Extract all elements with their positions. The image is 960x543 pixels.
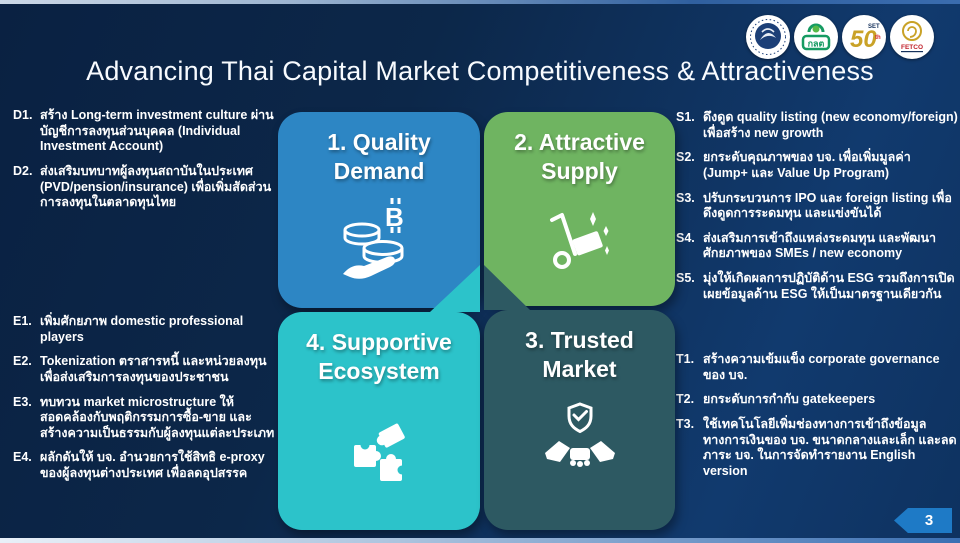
- item-label: E4.: [13, 450, 32, 465]
- fetco-logo: FETCO: [890, 15, 934, 59]
- item-label: T2.: [676, 392, 695, 407]
- item-text: มุ่งให้เกิดผลการปฏิบัติด้าน ESG รวมถึงกา…: [703, 271, 955, 301]
- item-text: ใช้เทคโนโลยีเพิ่มช่องทางการเข้าถึงข้อมูล…: [703, 416, 957, 478]
- page-number-badge: 3: [894, 508, 952, 533]
- slide-title: Advancing Thai Capital Market Competitiv…: [86, 56, 874, 86]
- item-text: สร้างความเข้มแข็ง corporate governance ข…: [703, 352, 940, 382]
- set50-set-label: SET: [868, 24, 880, 30]
- item-text: เพิ่มศักยภาพ domestic professional playe…: [40, 314, 244, 344]
- item-label: S5.: [676, 271, 695, 285]
- supply-bullet-list: S1. ดึงดูด quality listing (new economy/…: [676, 110, 958, 311]
- list-item-s2: S2. ยกระดับคุณภาพของ บจ. เพื่อเพิ่มมูลค่…: [676, 150, 958, 181]
- item-text: ทบทวน market microstructure ให้สอดคล้องก…: [40, 394, 275, 440]
- item-text: ยกระดับคุณภาพของ บจ. เพื่อเพิ่มมูลค่า (J…: [703, 150, 911, 180]
- item-text: ยกระดับการกำกับ gatekeepers: [703, 392, 876, 407]
- sec-thailand-logo: กลต: [794, 15, 838, 59]
- list-item-d1: D1. สร้าง Long-term investment culture ผ…: [13, 108, 279, 155]
- item-label: E2.: [13, 354, 32, 369]
- item-text: Tokenization ตราสารหนี้ และหน่วยลงทุน เพ…: [40, 354, 267, 384]
- set-50th-logo: 50 SET th: [842, 15, 886, 59]
- quadrant-attractive-supply: 2. Attractive Supply: [484, 112, 675, 306]
- set50-number: 50: [850, 26, 877, 53]
- item-label: T1.: [676, 352, 695, 366]
- sec-icon: กลต: [801, 23, 831, 51]
- item-label: S1.: [676, 110, 695, 124]
- quadrant-title: 4. Supportive Ecosystem: [306, 329, 452, 385]
- list-item-e3: E3. ทบทวน market microstructure ให้สอดคล…: [13, 395, 279, 442]
- quadrant-quality-demand: 1. Quality Demand B: [278, 112, 480, 308]
- item-text: ส่งเสริมบทบาทผู้ลงทุนสถาบันในประเทศ (PVD…: [40, 163, 272, 210]
- list-item-s4: S4. ส่งเสริมการเข้าถึงแหล่งระดมทุน และพั…: [676, 231, 958, 262]
- coins-hand-icon: B: [278, 194, 480, 286]
- item-text: ดึงดูด quality listing (new economy/fore…: [703, 110, 958, 140]
- list-item-e4: E4. ผลักดันให้ บจ. อำนวยการใช้สิทธิ e-pr…: [13, 450, 279, 481]
- ecosystem-bullet-list: E1. เพิ่มศักยภาพ domestic professional p…: [13, 314, 279, 491]
- ministry-of-finance-logo: [746, 15, 790, 59]
- quadrant-supportive-ecosystem: 4. Supportive Ecosystem: [278, 312, 480, 530]
- garuda-seal-icon: [750, 19, 786, 55]
- trusted-bullet-list: T1. สร้างความเข้มแข็ง corporate governan…: [676, 352, 958, 488]
- item-label: S2.: [676, 150, 695, 165]
- item-label: T3.: [676, 416, 695, 431]
- svg-text:B: B: [385, 202, 404, 232]
- puzzle-icon: [278, 418, 480, 488]
- hand-truck-icon: [484, 208, 675, 272]
- quadrant-title: 1. Quality Demand: [327, 129, 431, 185]
- handshake-shield-icon: [484, 402, 675, 476]
- logo-row: กลต 50 SET th FETCO: [746, 15, 934, 59]
- fetco-logo-text: FETCO: [901, 44, 923, 51]
- item-label: D1.: [13, 108, 33, 122]
- fetco-icon: FETCO: [901, 21, 923, 53]
- list-item-t2: T2. ยกระดับการกำกับ gatekeepers: [676, 392, 958, 408]
- item-label: S4.: [676, 230, 695, 245]
- item-label: E1.: [13, 314, 32, 328]
- list-item-e2: E2. Tokenization ตราสารหนี้ และหน่วยลงทุ…: [13, 354, 279, 385]
- item-text: ผลักดันให้ บจ. อำนวยการใช้สิทธิ e-proxy …: [40, 450, 265, 480]
- demand-bullet-list: D1. สร้าง Long-term investment culture ผ…: [13, 108, 279, 220]
- quadrant-trusted-market: 3. Trusted Market: [484, 310, 675, 530]
- set-50-icon: 50 SET th: [850, 24, 881, 53]
- set50-th-superscript: th: [875, 35, 881, 41]
- item-label: S3.: [676, 190, 695, 205]
- item-label: E3.: [13, 394, 32, 409]
- bottom-divider-strip: [0, 538, 960, 543]
- list-item-s5: S5. มุ่งให้เกิดผลการปฏิบัติด้าน ESG รวมถ…: [676, 271, 958, 302]
- item-label: D2.: [13, 163, 33, 178]
- quadrant-title: 3. Trusted Market: [525, 327, 634, 383]
- quadrant-title: 2. Attractive Supply: [514, 129, 645, 185]
- page-number: 3: [924, 512, 934, 529]
- list-item-s3: S3. ปรับกระบวนการ IPO และ foreign listin…: [676, 191, 958, 222]
- top-divider-strip: [0, 0, 960, 4]
- list-item-e1: E1. เพิ่มศักยภาพ domestic professional p…: [13, 314, 279, 345]
- sec-logo-text: กลต: [808, 39, 825, 49]
- item-text: ส่งเสริมการเข้าถึงแหล่งระดมทุน และพัฒนาศ…: [703, 230, 937, 261]
- list-item-d2: D2. ส่งเสริมบทบาทผู้ลงทุนสถาบันในประเทศ …: [13, 164, 279, 211]
- list-item-s1: S1. ดึงดูด quality listing (new economy/…: [676, 110, 958, 141]
- list-item-t3: T3. ใช้เทคโนโลยีเพิ่มช่องทางการเข้าถึงข้…: [676, 417, 958, 480]
- item-text: ปรับกระบวนการ IPO และ foreign listing เพ…: [703, 190, 952, 221]
- item-text: สร้าง Long-term investment culture ผ่านบ…: [40, 108, 274, 154]
- list-item-t1: T1. สร้างความเข้มแข็ง corporate governan…: [676, 352, 958, 383]
